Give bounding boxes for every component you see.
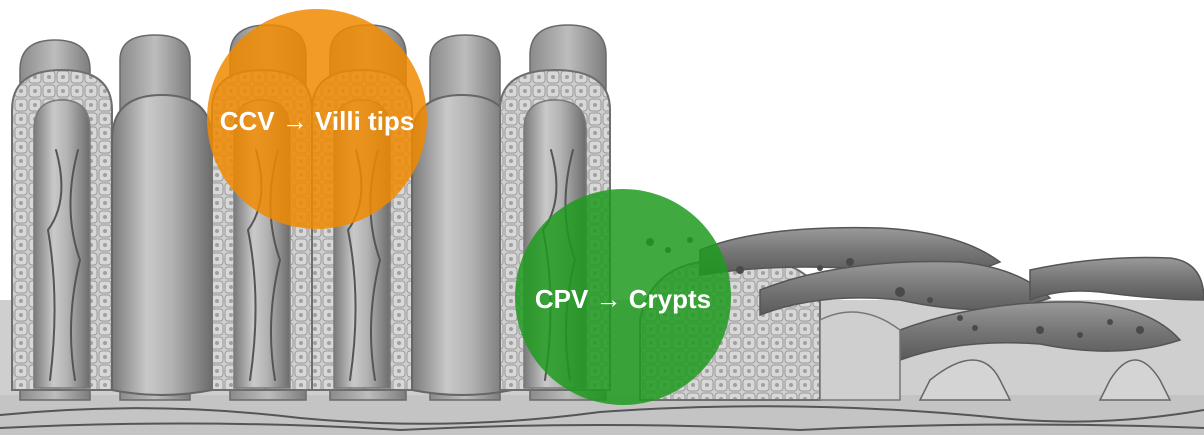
ccv-label: CCV → Villi tips xyxy=(220,106,415,136)
cpv-label: CPV → Crypts xyxy=(535,284,711,314)
ccv-highlight: CCV → Villi tips xyxy=(207,9,427,229)
cpv-highlight: CPV → Crypts xyxy=(515,189,731,405)
